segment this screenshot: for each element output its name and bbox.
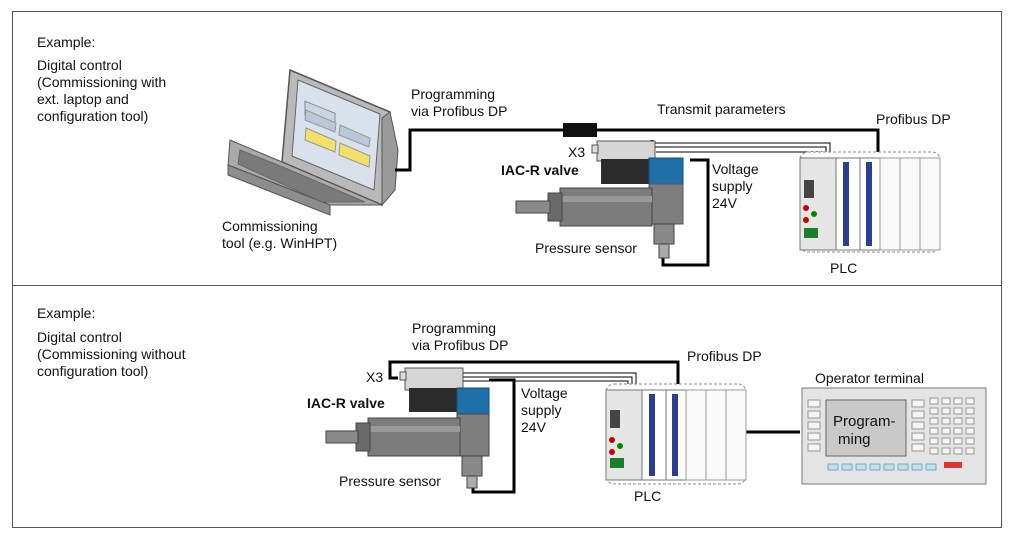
bottom-description-line: Digital control [37,329,122,345]
tool-label: Commissioning [222,218,318,234]
bottom-sensor-label: Pressure sensor [339,473,441,489]
bottom-valve-label: IAC-R valve [307,395,385,411]
terminal-screen-text: Program- [833,413,896,430]
panel-bottom [12,285,1002,528]
bottom-description-line: configuration tool) [37,363,149,379]
top-sensor-label: Pressure sensor [535,240,637,256]
operator-terminal-icon [801,387,987,485]
valve-bottom [325,367,490,489]
connector-icon [563,123,597,137]
bottom-voltage-label: Voltage [521,385,568,401]
plc-bottom [605,383,747,485]
bottom-profibus-label: Profibus DP [687,348,762,364]
top-programming-label: Programming [411,86,496,102]
transmit-parameters-label: Transmit parameters [657,101,786,117]
top-description-line: configuration tool) [37,108,149,124]
top-plc-label: PLC [830,260,858,276]
top-voltage-label: supply [712,178,753,194]
top-x3-label: X3 [568,144,586,160]
bottom-cables [388,360,800,494]
valve-top [515,140,684,259]
terminal-screen-text: ming [838,431,871,448]
laptop-icon [227,68,399,216]
top-valve-label: IAC-R valve [501,162,579,178]
top-programming-label: via Profibus DP [411,103,508,119]
tool-label: tool (e.g. WinHPT) [222,235,338,251]
top-heading: Example: [37,34,96,50]
top-description-line: ext. laptop and [37,91,129,107]
bottom-voltage-label: supply [521,402,562,418]
bottom-x3-label: X3 [366,369,384,385]
terminal-label: Operator terminal [815,370,924,386]
bottom-heading: Example: [37,305,96,321]
top-profibus-label: Profibus DP [876,111,951,127]
top-voltage-label: Voltage [712,161,759,177]
bottom-voltage-label: 24V [521,419,546,435]
plc-top [799,151,941,253]
bottom-description-line: (Commissioning without [37,346,186,362]
bottom-programming-label: via Profibus DP [412,337,509,353]
top-description-line: (Commissioning with [37,74,167,90]
top-description-line: Digital control [37,57,122,73]
bottom-programming-label: Programming [412,320,497,336]
bottom-plc-label: PLC [634,488,662,504]
top-voltage-label: 24V [712,195,737,211]
